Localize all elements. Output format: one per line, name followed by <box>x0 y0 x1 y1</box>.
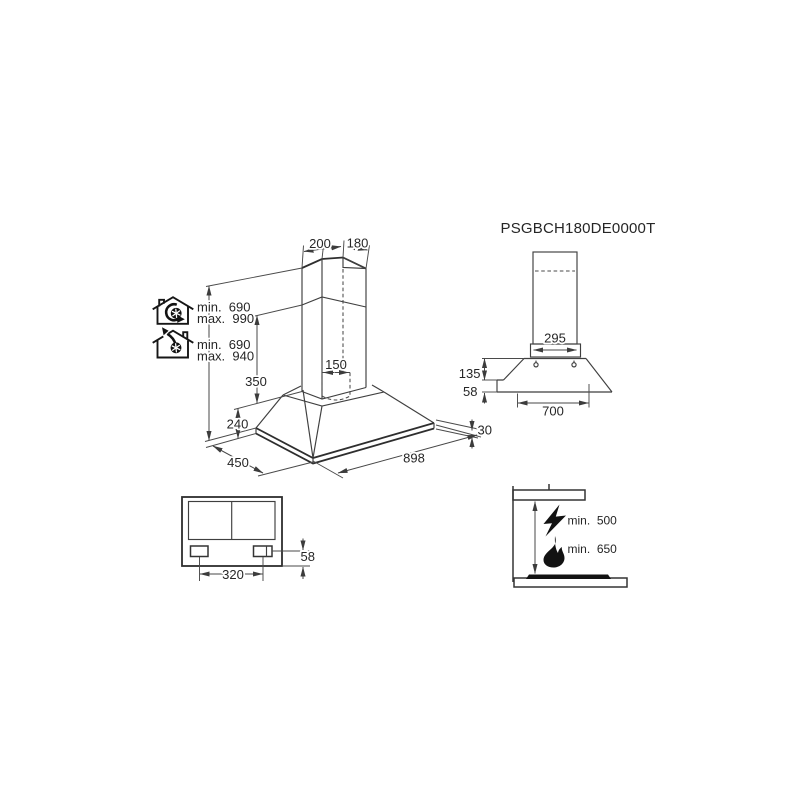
dim-extraction-max: max. 940 <box>197 349 254 364</box>
hook-icon-right <box>571 360 577 368</box>
extension-lines <box>204 240 482 479</box>
dim-canopy-depth: 450 <box>227 455 249 470</box>
clearance-electric-label: min. 500 <box>568 514 618 528</box>
dim-top-width: 200 <box>309 236 331 251</box>
dim-chimney-width: 295 <box>544 331 566 346</box>
dim-extraction-min: min. 690 <box>197 337 250 352</box>
chimney-outline <box>301 256 367 400</box>
dim-canopy-height: 240 <box>227 417 249 432</box>
dim-bracket-height: 135 <box>459 366 481 381</box>
clearance-view: min. 500 min. 650 <box>512 484 628 588</box>
dim-body-width: 700 <box>542 404 564 419</box>
hob-panel <box>526 574 611 579</box>
duct-spigot-outline <box>321 371 351 401</box>
front-view-dimensions <box>481 347 590 408</box>
clearance-outline <box>512 484 628 588</box>
dim-lower-chimney-height: 350 <box>245 374 267 389</box>
dim-front-rim-height: 58 <box>463 384 477 399</box>
flame-icon <box>543 536 565 568</box>
dim-top-depth: 180 <box>347 236 369 251</box>
bottom-view-outline <box>181 496 283 567</box>
recirculation-house-icon <box>152 296 194 325</box>
dim-bracket-offset: 58 <box>301 549 315 564</box>
exhaust-house-icon <box>152 327 194 359</box>
bottom-view: 58 320 <box>181 496 317 584</box>
canopy-outline <box>255 384 435 465</box>
dim-duct-diameter: 150 <box>325 357 347 372</box>
clearance-gas-label: min. 650 <box>568 542 618 556</box>
lightning-icon <box>543 504 566 537</box>
perspective-view: 200 180 min. 690 max. 990 min. 690 max. … <box>152 234 494 479</box>
front-view-outline <box>496 251 613 393</box>
dim-bracket-spacing: 320 <box>222 567 244 582</box>
dim-canopy-width: 898 <box>403 451 425 466</box>
dim-recirculation-min: min. 690 <box>197 300 250 315</box>
hook-icon-left <box>533 360 539 368</box>
bottom-view-dimensions <box>199 538 310 581</box>
dim-recirculation-max: max. 990 <box>197 311 254 326</box>
dim-rim-height: 30 <box>478 423 492 438</box>
front-view: PSGBCH180DE0000T <box>457 218 657 420</box>
dimension-lines <box>206 245 478 474</box>
model-number: PSGBCH180DE0000T <box>501 220 656 237</box>
